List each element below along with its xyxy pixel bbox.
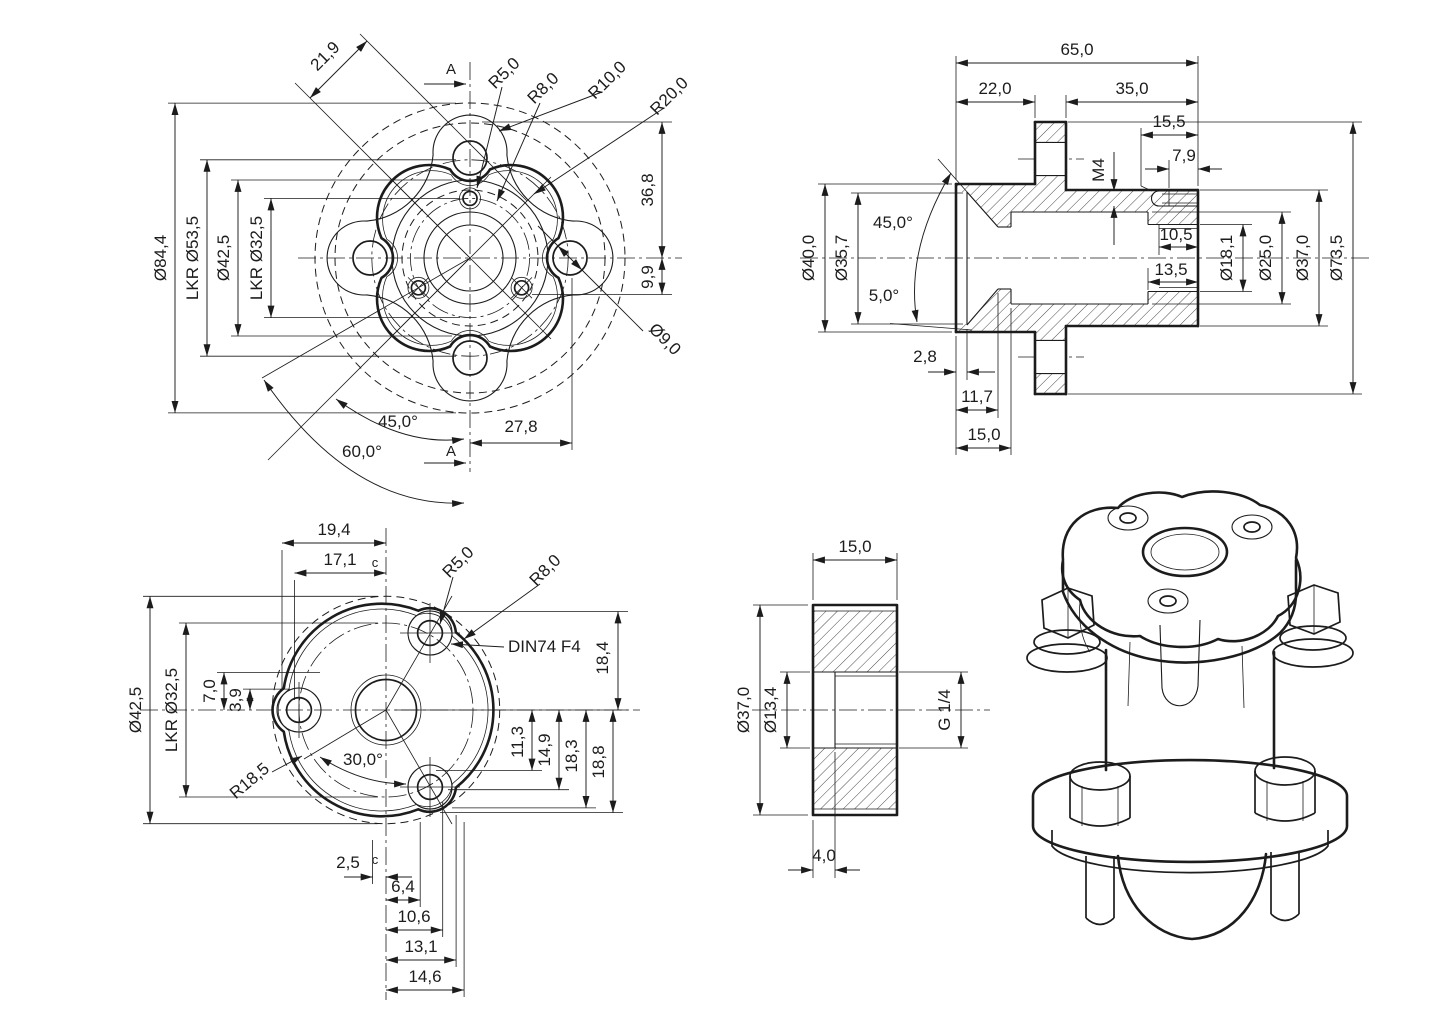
dim-label: 65,0: [1060, 40, 1093, 59]
dim-label: Ø37,0: [734, 687, 753, 733]
iso-side-bolt-right: [1272, 584, 1354, 668]
dim-label: G 1/4: [935, 689, 954, 731]
dim-label: R5,0: [439, 543, 478, 582]
dim-label: 5,0°: [869, 286, 899, 305]
bolt-hole: [352, 240, 388, 276]
flange-bolt-hole: [1035, 142, 1066, 176]
dim-label: 30,0°: [343, 750, 383, 769]
dim-label: 10,5: [1159, 225, 1192, 244]
countersunk-holes: [276, 603, 460, 817]
dim-label: 2,5: [336, 853, 360, 872]
dim-label: Ø84,4: [151, 235, 170, 281]
iso-side-bolt-left: [1026, 587, 1108, 673]
disc-bore: [813, 671, 897, 749]
iso-body: [1104, 619, 1276, 772]
bolt-hole: [452, 340, 488, 376]
dim-label: 18,4: [593, 641, 612, 674]
dim-label: R5,0: [485, 54, 524, 93]
view-disc-section: 15,0 Ø37,0 Ø13,4 G 1/4 4,0: [734, 537, 990, 878]
dim-label: DIN74 F4: [508, 637, 581, 656]
dim-label: R10,0: [584, 57, 630, 103]
dim-label: 3,9: [226, 688, 245, 712]
iso-screws: [1107, 505, 1273, 614]
iso-top-flange: [1060, 490, 1302, 649]
datum-label: c: [372, 852, 379, 867]
bolt-hole: [552, 240, 588, 276]
dim-label: 18,8: [589, 745, 608, 778]
dim-label: Ø35,7: [832, 235, 851, 281]
dim-label: 18,3: [562, 739, 581, 772]
dim-label: Ø40,0: [799, 235, 818, 281]
dim-label: 6,4: [391, 877, 415, 896]
iso-clamp-flange: [1031, 758, 1349, 874]
dim-label: R18,5: [226, 759, 273, 803]
iso-center-hole: [1141, 526, 1229, 578]
dim-label: 21,9: [307, 38, 344, 75]
dim-label: LKR Ø32,5: [162, 668, 181, 752]
view-isometric: [1026, 490, 1354, 941]
boss-contour: [271, 602, 495, 818]
flange-outline: [326, 114, 614, 402]
dim-label: Ø25,0: [1256, 235, 1275, 281]
dim-label: 45,0°: [378, 412, 418, 431]
section-hatch: [956, 122, 1198, 227]
disc-outline: [811, 603, 899, 817]
dim-label: 22,0: [978, 79, 1011, 98]
dim-label: Ø13,4: [761, 687, 780, 733]
dim-label: Ø37,0: [1293, 235, 1312, 281]
hub-outline: [954, 120, 1200, 396]
dim-label: M4: [1089, 158, 1108, 182]
dim-label: 15,0: [967, 425, 1000, 444]
dim-label: 14,6: [408, 967, 441, 986]
dim-label: LKR Ø32,5: [247, 216, 266, 300]
dim-label: 15,5: [1152, 112, 1185, 131]
section-hatch: [813, 748, 897, 809]
section-label: A: [446, 61, 456, 78]
dim-label: 13,1: [404, 937, 437, 956]
dim-label: LKR Ø53,5: [183, 216, 202, 300]
dim-label: 15,0: [838, 537, 871, 556]
dim-label: 11,7: [961, 387, 993, 406]
dim-label: 19,4: [317, 520, 350, 539]
dim-label: Ø42,5: [126, 687, 145, 733]
view-flange-front: Ø84,4 LKR Ø53,5 Ø42,5 LKR Ø32,5 36,8 9,9…: [151, 33, 692, 507]
dim-label: Ø9,0: [645, 319, 684, 358]
dim-label: 27,8: [504, 417, 537, 436]
dim-label: R8,0: [524, 69, 563, 108]
dim-label: R8,0: [526, 551, 565, 590]
view-hub-section: 65,0 22,0 35,0 15,5 7,9 M4 10,5 13,5 Ø18…: [799, 40, 1372, 455]
datum-label: c: [372, 555, 379, 570]
dim-label: 17,1: [323, 550, 356, 569]
dim-label: Ø42,5: [214, 235, 233, 281]
dim-label: Ø18,1: [1217, 235, 1236, 281]
dim-label: 60,0°: [342, 442, 382, 461]
dim-label: 2,8: [913, 347, 937, 366]
dim-label: 45,0°: [873, 213, 913, 232]
dim-label: 4,0: [812, 846, 836, 865]
section-hatch: [956, 289, 1198, 394]
iso-studs: [1085, 852, 1300, 926]
dim-label: 10,6: [397, 907, 430, 926]
bolt-hole: [452, 140, 488, 176]
view-flange-back: 19,4 17,1 c c Ø42,5 LKR Ø32,5 7,0 3,9 R5…: [126, 520, 640, 1000]
dim-label: 7,9: [1172, 146, 1196, 165]
dim-label: 9,9: [638, 265, 657, 289]
dim-label: 35,0: [1115, 79, 1148, 98]
dim-label: 7,0: [200, 679, 219, 703]
iso-clamp-bolt-left: [1069, 761, 1131, 827]
section-hatch: [813, 611, 897, 672]
boss-contour: [375, 163, 565, 353]
dim-label: R20,0: [646, 73, 692, 119]
dim-label: 11,3: [508, 726, 527, 758]
dim-label: 36,8: [638, 173, 657, 206]
dim-label: 13,5: [1154, 260, 1187, 279]
section-label: A: [446, 443, 456, 460]
iso-lower-body: [1116, 852, 1268, 941]
iso-clamp-bolt-right: [1254, 756, 1316, 822]
dim-label: 14,9: [535, 733, 554, 766]
dim-label: Ø73,5: [1327, 235, 1346, 281]
flange-bolt-hole: [1035, 340, 1066, 374]
